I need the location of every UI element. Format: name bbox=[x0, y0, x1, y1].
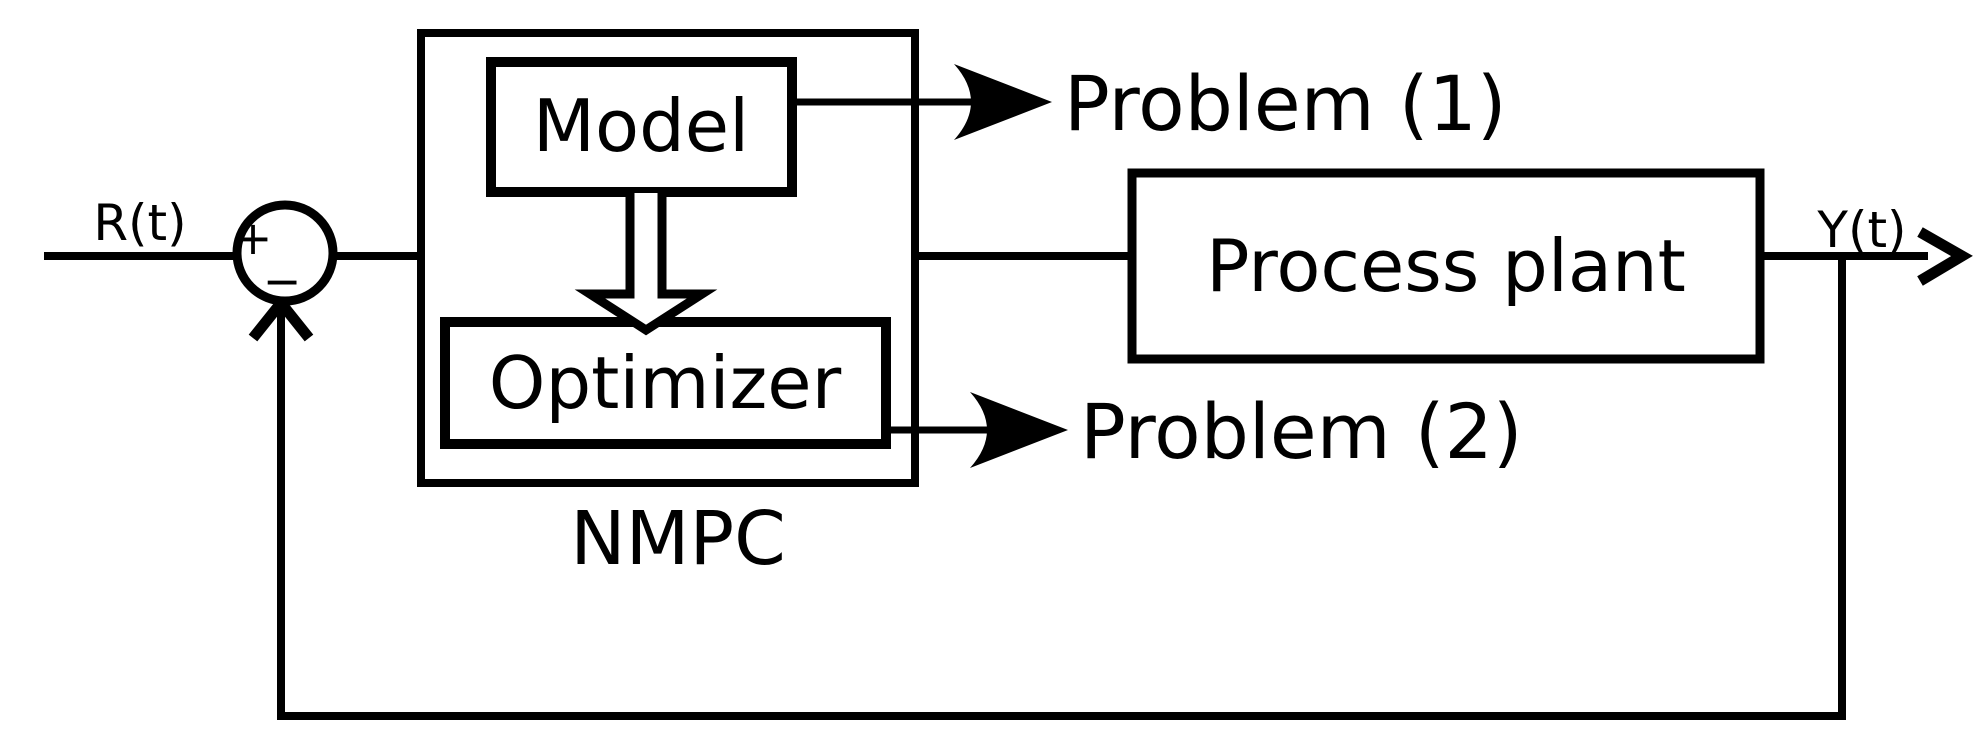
problem2-label: Problem (2) bbox=[1080, 387, 1523, 476]
optimizer-label: Optimizer bbox=[489, 341, 842, 425]
nmpc-caption: NMPC bbox=[570, 496, 786, 582]
problem2-arrowhead-icon bbox=[970, 392, 1068, 468]
sum-plus-sign: + bbox=[234, 211, 273, 265]
summing-junction bbox=[232, 200, 338, 306]
sum-minus-sign: − bbox=[263, 254, 302, 308]
problem1-label: Problem (1) bbox=[1064, 59, 1507, 148]
model-label: Model bbox=[533, 84, 749, 168]
input-signal-label: R(t) bbox=[93, 194, 186, 252]
wire-feedback-path bbox=[277, 256, 1846, 720]
optimizer-box bbox=[440, 317, 891, 449]
model-box bbox=[486, 57, 797, 197]
process-plant-label: Process plant bbox=[1206, 224, 1686, 308]
output-signal-label: Y(t) bbox=[1816, 201, 1906, 259]
problem1-arrowhead-icon bbox=[954, 64, 1052, 140]
output-arrowhead-icon bbox=[1917, 227, 1973, 286]
process-plant-box bbox=[1127, 168, 1765, 364]
model-to-optimizer-arrow-icon bbox=[574, 193, 718, 336]
